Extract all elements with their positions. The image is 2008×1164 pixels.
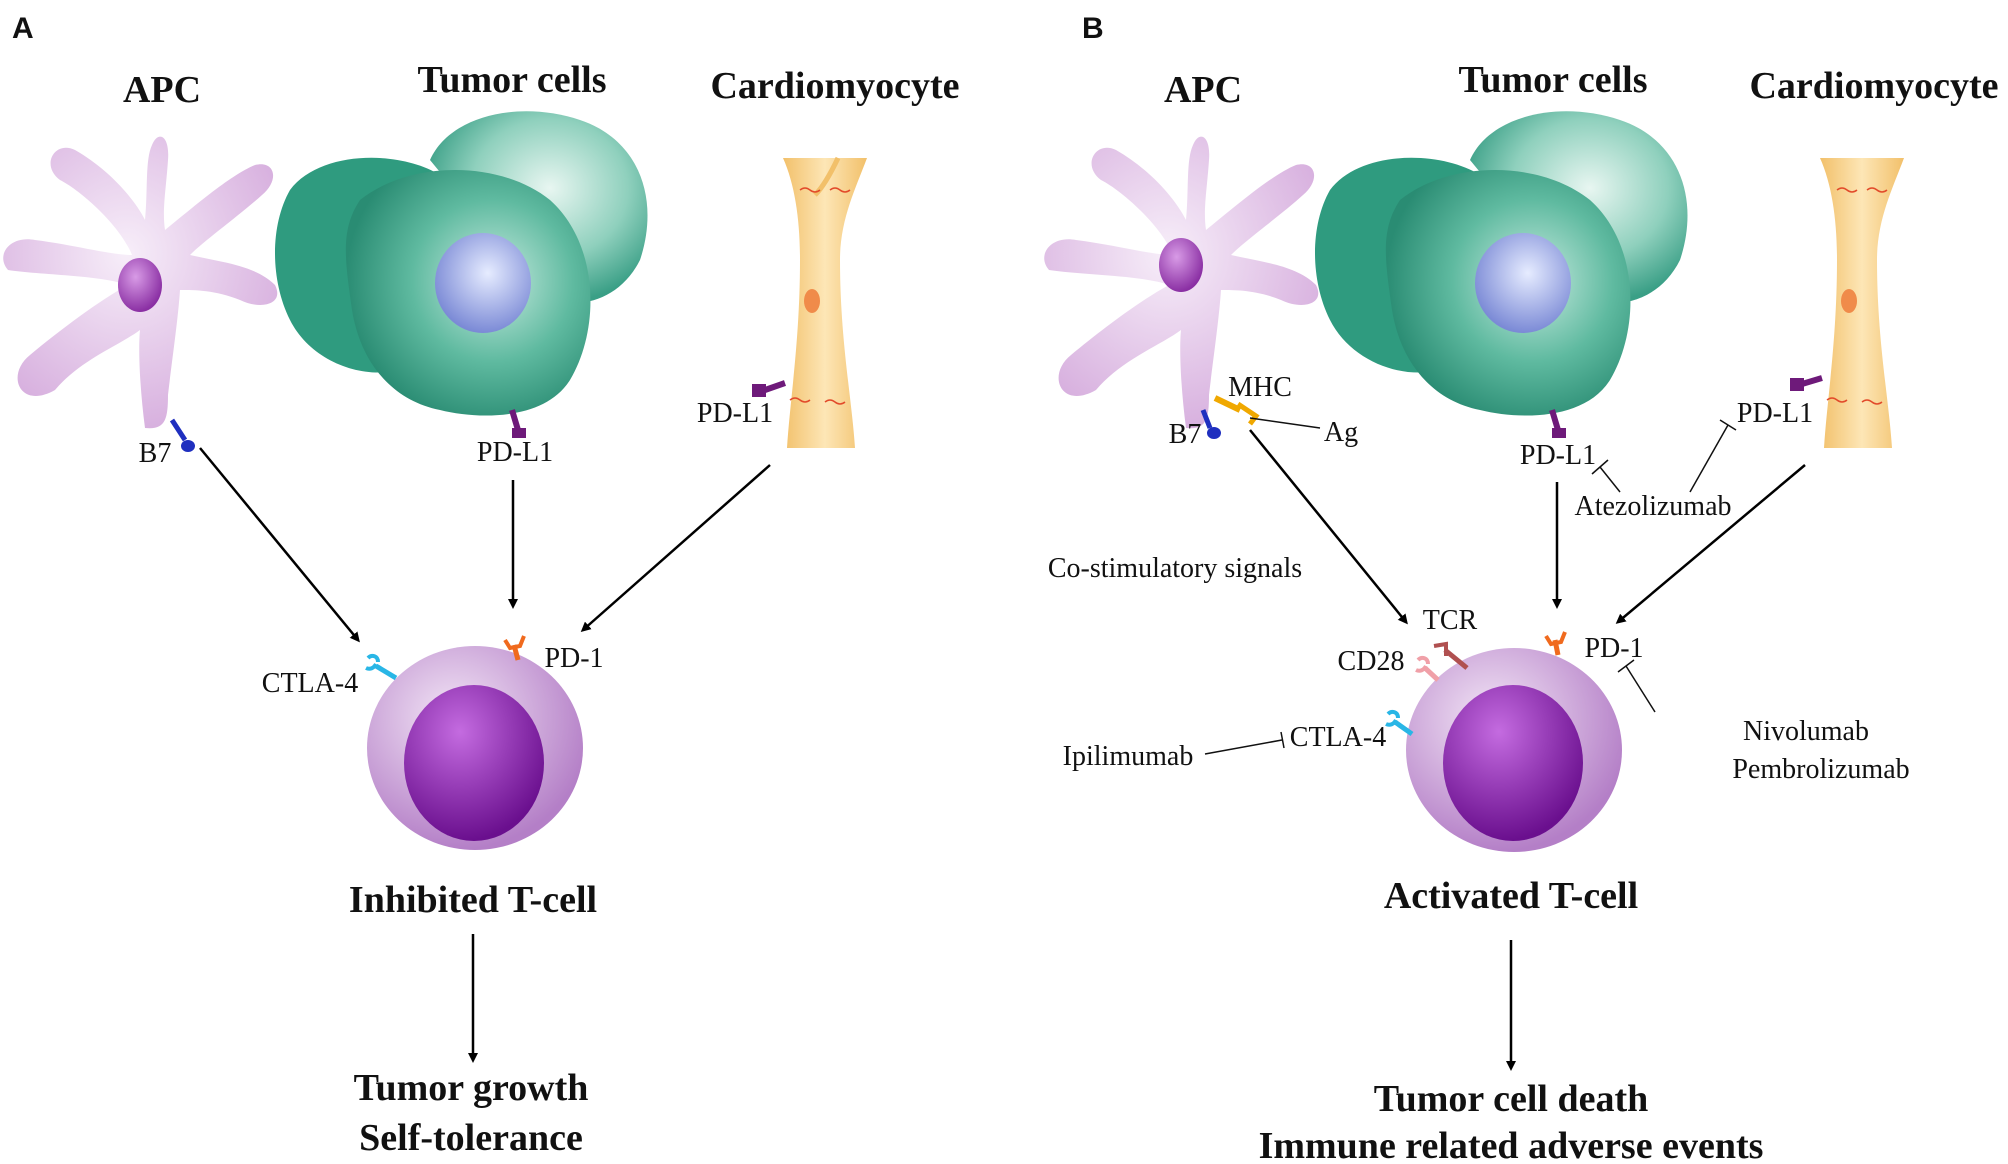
cd28-receptor <box>1415 655 1440 682</box>
pembrolizumab-label: Pembrolizumab <box>1732 754 1909 785</box>
apc-title: APC <box>123 69 201 111</box>
pd1-receptor <box>1544 631 1567 656</box>
panel-a: A APC Tumor cells Cardiomyocyte <box>3 12 960 1159</box>
costim-signals-label: Co-stimulatory signals <box>1048 553 1302 584</box>
outcome-line-1: Tumor growth <box>354 1067 589 1109</box>
pdl1-tumor-ligand <box>509 409 526 438</box>
b7-ligand <box>169 418 195 452</box>
outcome-line-2: Immune related adverse events <box>1259 1125 1764 1164</box>
cardiomyocyte <box>1820 158 1904 448</box>
tumor-cells <box>1315 111 1688 416</box>
apc-title: APC <box>1164 69 1242 111</box>
ctla4-label: CTLA-4 <box>1290 722 1386 753</box>
arrow-cardio-to-pd1 <box>580 464 771 632</box>
pd1-receptor <box>503 635 526 661</box>
outcome-line-1: Tumor cell death <box>1374 1078 1648 1120</box>
apc-cell <box>3 136 278 429</box>
t-cell-nucleus <box>404 685 544 841</box>
pdl1-cardio-ligand <box>1790 375 1823 391</box>
ipilimumab-label: Ipilimumab <box>1063 741 1194 772</box>
mhc-label: MHC <box>1228 372 1292 403</box>
apc-cell <box>1044 136 1319 429</box>
ctla4-receptor <box>365 653 398 681</box>
t-cell-status-title: Inhibited T-cell <box>349 879 597 921</box>
arrow-b7-to-tcr <box>1249 429 1408 625</box>
b7-label: B7 <box>1169 419 1202 450</box>
cardiomyocyte <box>783 156 867 448</box>
pdl1-tumor-label: PD-L1 <box>477 437 553 468</box>
arrow-b7-to-ctla4 <box>199 447 360 643</box>
panel-b-letter: B <box>1082 12 1104 45</box>
t-cell-nucleus <box>1443 685 1583 841</box>
nivolumab-label: Nivolumab <box>1743 716 1869 747</box>
pdl1-cardio-ligand <box>752 380 786 397</box>
arrow-cardio-to-pd1 <box>1615 464 1806 624</box>
pdl1-tumor-label: PD-L1 <box>1520 440 1596 471</box>
cardiomyocyte-title: Cardiomyocyte <box>1749 65 1998 107</box>
tumor-title: Tumor cells <box>1459 59 1648 101</box>
b7-label: B7 <box>139 438 172 469</box>
ipilimumab-inhibition <box>1204 731 1285 755</box>
t-cell-status-title: Activated T-cell <box>1384 875 1638 917</box>
outcome-line-2: Self-tolerance <box>359 1117 583 1159</box>
pdl1-cardio-label: PD-L1 <box>697 398 773 429</box>
ctla4-receptor <box>1385 709 1414 737</box>
inhibited-t-cell <box>367 646 583 850</box>
cd28-label: CD28 <box>1338 646 1405 677</box>
pdl1-cardio-label: PD-L1 <box>1737 398 1813 429</box>
ag-pointer-line <box>1249 417 1321 429</box>
cardiomyocyte-title: Cardiomyocyte <box>710 65 959 107</box>
mhc-molecule <box>1213 395 1321 429</box>
panel-a-letter: A <box>12 12 34 45</box>
pd1-label: PD-1 <box>1584 633 1643 664</box>
ctla4-label: CTLA-4 <box>262 668 358 699</box>
pd1-label: PD-1 <box>544 643 603 674</box>
ag-label: Ag <box>1324 417 1358 448</box>
tcr-receptor <box>1433 641 1469 670</box>
tumor-nucleus <box>1475 233 1571 333</box>
tumor-title: Tumor cells <box>418 59 607 101</box>
apc-nucleus <box>118 258 162 312</box>
b7-ligand <box>1200 409 1221 439</box>
atezolizumab-label: Atezolizumab <box>1574 491 1731 522</box>
tumor-nucleus <box>435 233 531 333</box>
nivolumab-inhibition <box>1617 659 1656 713</box>
pdl1-tumor-ligand <box>1549 409 1566 438</box>
apc-nucleus <box>1159 238 1203 292</box>
tumor-cells <box>275 111 648 416</box>
atezolizumab-inhibition <box>1591 419 1737 493</box>
activated-t-cell <box>1406 648 1622 852</box>
panel-b: B APC Tumor cells Cardiomyocyte <box>1044 12 1999 1164</box>
tcr-label: TCR <box>1423 605 1478 636</box>
